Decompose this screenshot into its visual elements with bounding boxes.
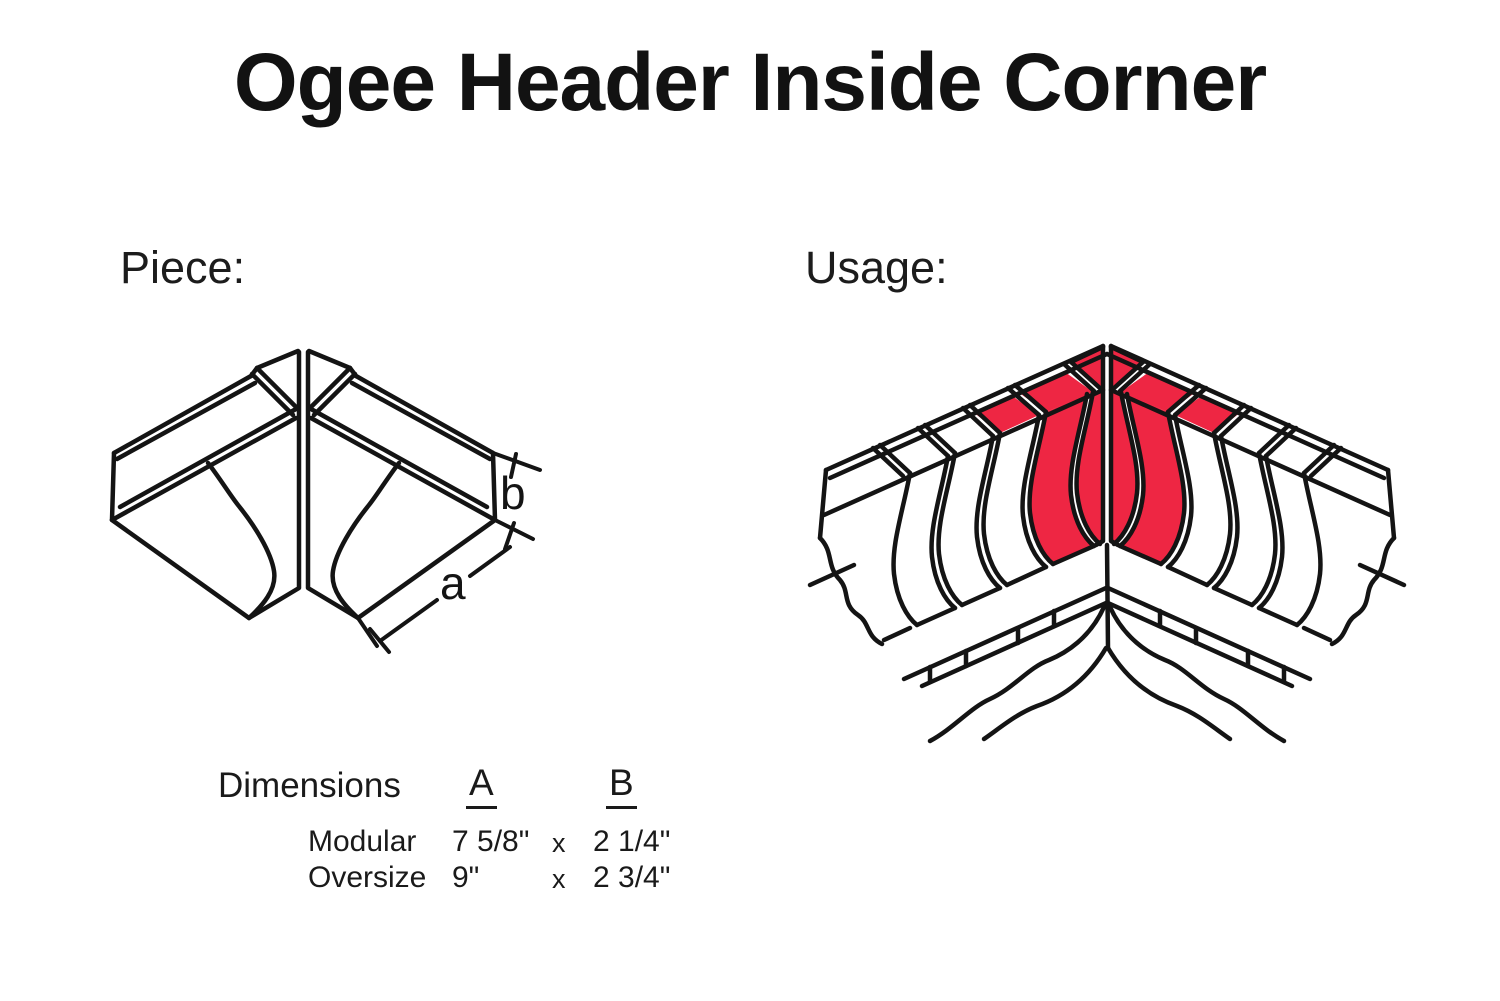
piece-dimension-lines — [356, 451, 542, 654]
usage-section-label: Usage: — [805, 242, 948, 293]
usage-wall-lines — [1104, 343, 1407, 744]
row-oversize-x: x — [552, 864, 566, 894]
column-header-a: A — [466, 762, 497, 809]
row-oversize-b: 2 3/4" — [593, 861, 671, 894]
row-oversize-name: Oversize — [308, 861, 427, 894]
row-modular-name: Modular — [308, 825, 417, 858]
page-title: Ogee Header Inside Corner — [233, 37, 1267, 128]
piece-section-label: Piece: — [120, 242, 246, 293]
column-header-b: B — [606, 762, 637, 809]
piece-diagram: a b — [95, 348, 542, 654]
usage-left-wing — [810, 346, 1107, 741]
usage-corner-edge — [1104, 542, 1111, 651]
row-modular-x: x — [552, 828, 566, 858]
usage-right-wing — [1104, 343, 1407, 744]
dim-b-label: b — [500, 467, 526, 519]
row-oversize-a: 9" — [452, 861, 480, 894]
dimensions-heading: Dimensions — [218, 766, 401, 805]
usage-diagram — [790, 343, 1407, 744]
row-modular-b: 2 1/4" — [593, 825, 671, 858]
dim-a-label: a — [440, 557, 466, 609]
piece-left-half — [112, 351, 299, 618]
row-modular-a: 7 5/8" — [452, 825, 530, 858]
piece-right-half — [305, 348, 498, 621]
